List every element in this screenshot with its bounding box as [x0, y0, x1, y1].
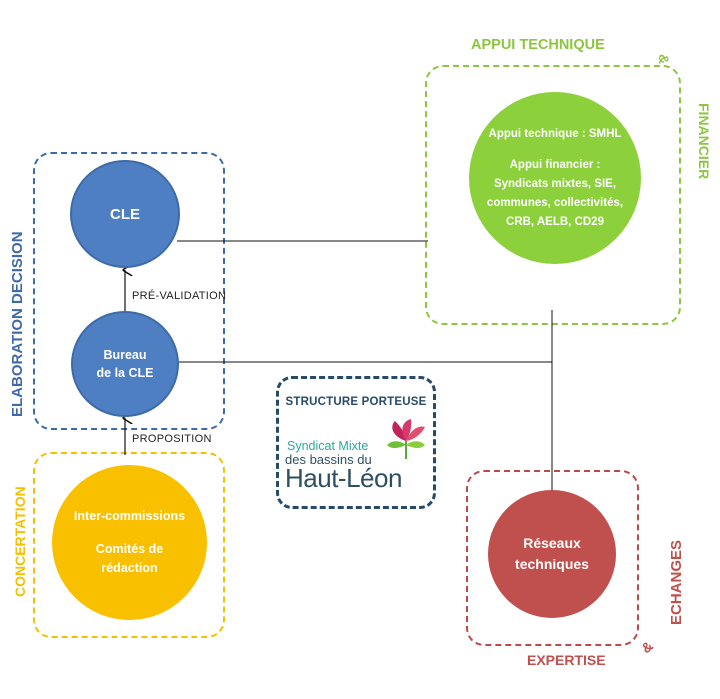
reseaux-line1: Réseaux [523, 535, 581, 551]
comites-line1: Comités de [95, 542, 164, 556]
pre-validation-label: PRÉ-VALIDATION [132, 290, 227, 302]
appui-financier-line3: CRB, AELB, CD29 [506, 215, 604, 228]
cle-node: CLE [70, 160, 180, 268]
appui-financier-title: Appui financier : [509, 158, 601, 171]
inter-commissions-label: Inter-commissions [73, 509, 186, 523]
leaf-emblem-icon [387, 419, 425, 459]
echanges-label: ECHANGES [668, 539, 685, 625]
concertation-node: Inter-commissions Comités de rédaction [52, 465, 207, 620]
elaboration-decision-label: ELABORATION DECISION [9, 231, 26, 417]
concertation-label: CONCERTATION [12, 486, 28, 597]
structure-porteuse-box: STRUCTURE PORTEUSE Syndicat Mixte des ba… [276, 376, 436, 509]
bureau-line1: Bureau [103, 348, 147, 362]
logo-line3: Haut-Léon [285, 463, 402, 493]
appui-technique-title: APPUI TECHNIQUE [471, 37, 605, 53]
appui-technique-label: Appui technique : SMHL [488, 127, 622, 140]
appui-financier-line1: Syndicats mixtes, SIE, [493, 177, 617, 190]
structure-porteuse-title: STRUCTURE PORTEUSE [285, 396, 427, 408]
reseaux-node: Réseaux techniques [488, 490, 616, 618]
smhl-logo: Syndicat Mixte des bassins du Haut-Léon [285, 419, 435, 499]
appui-technique-financier-box [425, 65, 681, 325]
comites-line2: rédaction [101, 561, 158, 575]
bureau-node: Bureau de la CLE [71, 311, 179, 417]
appui-financier-line2: communes, collectivités, [486, 196, 624, 209]
ampersand-financier: & [656, 54, 672, 65]
expertise-label: EXPERTISE [527, 652, 606, 668]
bureau-line2: de la CLE [96, 366, 154, 380]
concertation-box [33, 452, 225, 638]
proposition-label: PROPOSITION [132, 433, 212, 445]
financier-label: FINANCIER [696, 103, 712, 180]
reseaux-line2: techniques [515, 556, 589, 572]
logo-line1: Syndicat Mixte [287, 439, 369, 453]
cle-label: CLE [110, 205, 140, 223]
logo-line2: des bassins du [285, 452, 372, 467]
elaboration-decision-box [33, 152, 225, 430]
appui-node: Appui technique : SMHL Appui financier :… [469, 92, 641, 264]
